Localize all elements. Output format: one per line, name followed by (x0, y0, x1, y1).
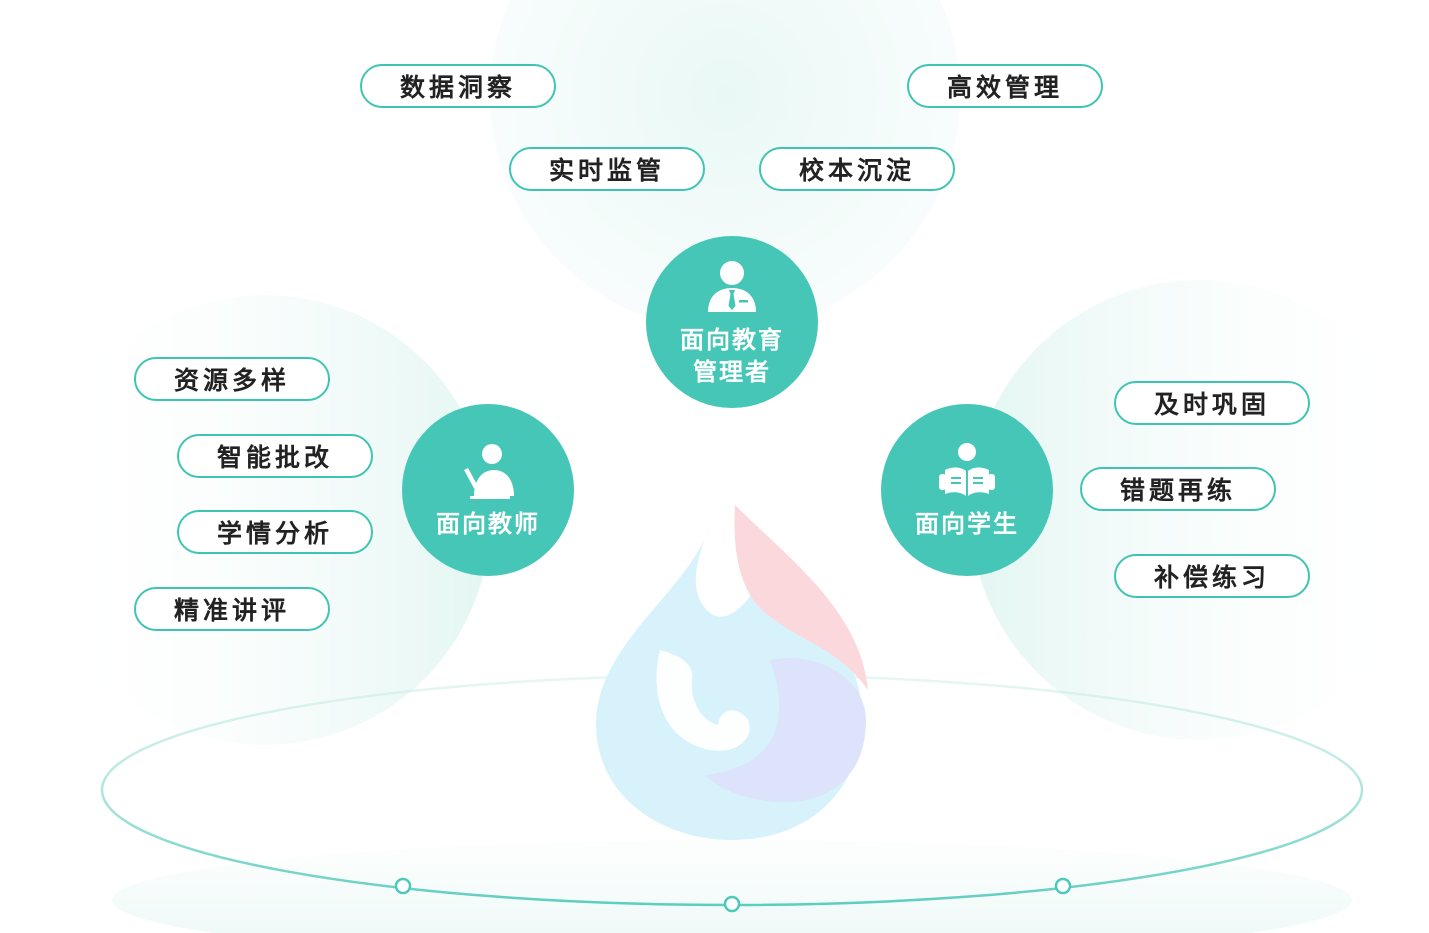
feature-pill-teacher: 精准讲评 (134, 587, 330, 631)
feature-pill-student: 补偿练习 (1114, 554, 1310, 598)
hub-education-administrators: 面向教育 管理者 (646, 236, 818, 408)
hub-label: 面向教育 (680, 326, 784, 354)
hub-label: 面向教师 (436, 510, 540, 538)
feature-pill-teacher: 学情分析 (177, 510, 373, 554)
hub-label: 管理者 (693, 358, 771, 386)
feature-pill-admin: 校本沉淀 (759, 147, 955, 191)
orbit-node (1054, 877, 1072, 895)
feature-pill-teacher: 资源多样 (134, 357, 330, 401)
hub-students: 面向学生 (881, 404, 1053, 576)
student-reading-icon (939, 443, 995, 496)
feature-pill-student: 及时巩固 (1114, 381, 1310, 425)
administrator-icon (708, 261, 756, 312)
teacher-writing-icon (464, 444, 514, 499)
orbit-node (394, 877, 412, 895)
watermark-drop-logo (595, 505, 868, 840)
feature-pill-admin: 数据洞察 (360, 64, 556, 108)
orbit-node (723, 895, 741, 913)
feature-pill-admin: 高效管理 (907, 64, 1103, 108)
feature-pill-student: 错题再练 (1080, 467, 1276, 511)
hub-teachers: 面向教师 (402, 404, 574, 576)
feature-pill-admin: 实时监管 (509, 147, 705, 191)
platform-glow (112, 840, 1352, 933)
top-glow-circle (490, 0, 960, 330)
hub-label: 面向学生 (915, 510, 1019, 538)
feature-pill-teacher: 智能批改 (177, 434, 373, 478)
